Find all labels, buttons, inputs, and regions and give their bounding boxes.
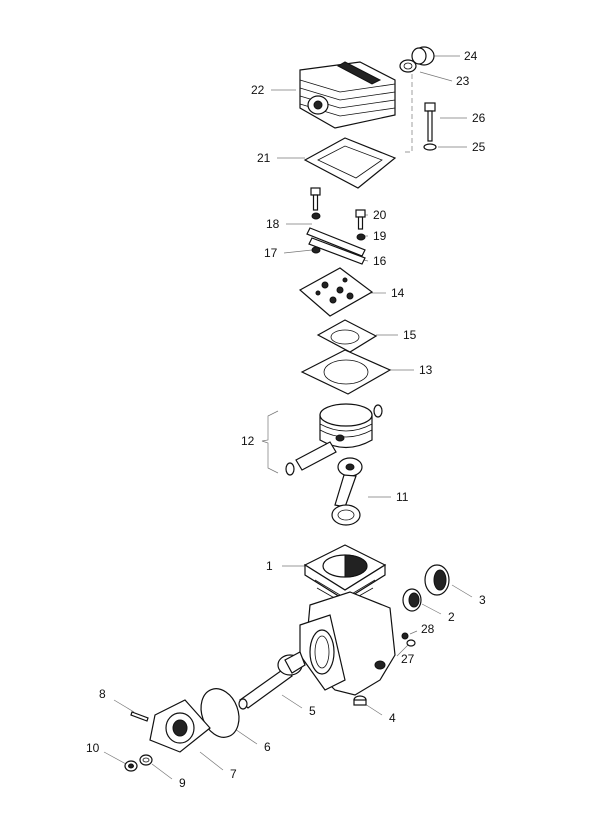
part-10-nut	[124, 760, 138, 772]
label-25: 25	[472, 140, 486, 154]
part-22-cylinder-head	[299, 61, 396, 129]
label-19: 19	[373, 229, 387, 243]
label-21: 21	[257, 151, 271, 165]
part-6-o-ring	[200, 688, 240, 738]
part-2-bushing	[402, 588, 422, 612]
part-24-fitting	[411, 46, 435, 66]
label-26: 26	[472, 111, 486, 125]
label-9: 9	[179, 776, 186, 790]
label-1: 1	[266, 559, 273, 573]
part-13-cylinder-gasket	[300, 349, 392, 395]
label-8: 8	[99, 687, 106, 701]
part-16-valve-plates	[306, 227, 366, 265]
label-13: 13	[419, 363, 433, 377]
label-12: 12	[241, 434, 255, 448]
label-11: 11	[396, 490, 409, 504]
part-20-screw	[355, 209, 366, 241]
part-26-bolt	[424, 102, 436, 142]
part-7-bearing-cover	[149, 699, 211, 753]
label-20: 20	[373, 208, 387, 222]
label-24: 24	[464, 49, 478, 63]
label-2: 2	[448, 610, 455, 624]
leader-lines	[103, 55, 473, 780]
part-4-plug	[353, 695, 367, 706]
label-17: 17	[264, 246, 278, 260]
label-10: 10	[86, 741, 100, 755]
part-28-screw	[401, 632, 409, 640]
label-15: 15	[403, 328, 417, 342]
label-5: 5	[309, 704, 316, 718]
part-21-head-gasket	[303, 137, 397, 189]
part-27-washer	[406, 639, 416, 647]
label-3: 3	[479, 593, 486, 607]
label-23: 23	[456, 74, 470, 88]
part-5-crankshaft	[238, 651, 306, 710]
label-7: 7	[230, 767, 237, 781]
part-11-connecting-rod	[331, 457, 363, 526]
part-12-piston-group	[285, 403, 383, 476]
label-27: 27	[401, 652, 415, 666]
label-18: 18	[266, 217, 280, 231]
label-4: 4	[389, 711, 396, 725]
part-3-cover	[424, 564, 450, 596]
label-22: 22	[251, 83, 265, 97]
part-15-valve-gasket	[316, 319, 378, 353]
part-23-seal-ring	[399, 59, 417, 73]
part-labels: 24 23 22 26 25 21 20 18 19 17 16 14 15 1…	[86, 49, 486, 790]
label-14: 14	[391, 286, 405, 300]
part-17-nut	[311, 246, 321, 254]
part-8-screw	[130, 711, 149, 722]
crankcase	[299, 591, 396, 696]
part-25-washer	[423, 143, 437, 151]
label-16: 16	[373, 254, 387, 268]
part-9-seal	[139, 754, 153, 766]
part-14-valve-plate	[298, 267, 374, 317]
part-18-screw	[310, 187, 321, 220]
label-28: 28	[421, 622, 435, 636]
label-6: 6	[264, 740, 271, 754]
